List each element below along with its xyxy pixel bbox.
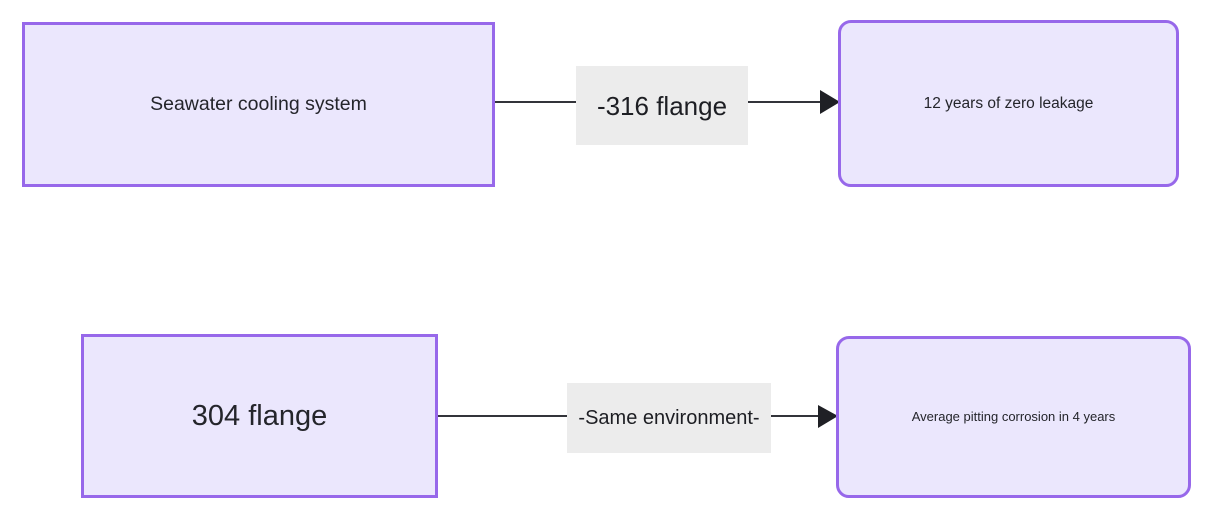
- edge-label-316-flange[interactable]: -316 flange: [576, 66, 748, 145]
- edge-label-same-environment[interactable]: -Same environment-: [567, 383, 771, 453]
- node-label: 304 flange: [191, 399, 328, 432]
- edge-label-text: -Same environment-: [578, 407, 760, 429]
- node-average-pitting-corrosion[interactable]: Average pitting corrosion in 4 years: [836, 336, 1191, 498]
- edge-bottom-arrow-head-icon: [818, 405, 838, 428]
- edge-label-text: -316 flange: [596, 90, 728, 121]
- node-label: 12 years of zero leakage: [923, 94, 1094, 112]
- edge-top-arrow-head-icon: [820, 90, 840, 114]
- node-304-flange[interactable]: 304 flange: [81, 334, 438, 498]
- node-label: Seawater cooling system: [150, 93, 367, 116]
- node-twelve-years-zero-leakage[interactable]: 12 years of zero leakage: [838, 20, 1179, 187]
- node-label: Average pitting corrosion in 4 years: [911, 408, 1116, 424]
- node-seawater-cooling-system[interactable]: Seawater cooling system: [22, 22, 495, 187]
